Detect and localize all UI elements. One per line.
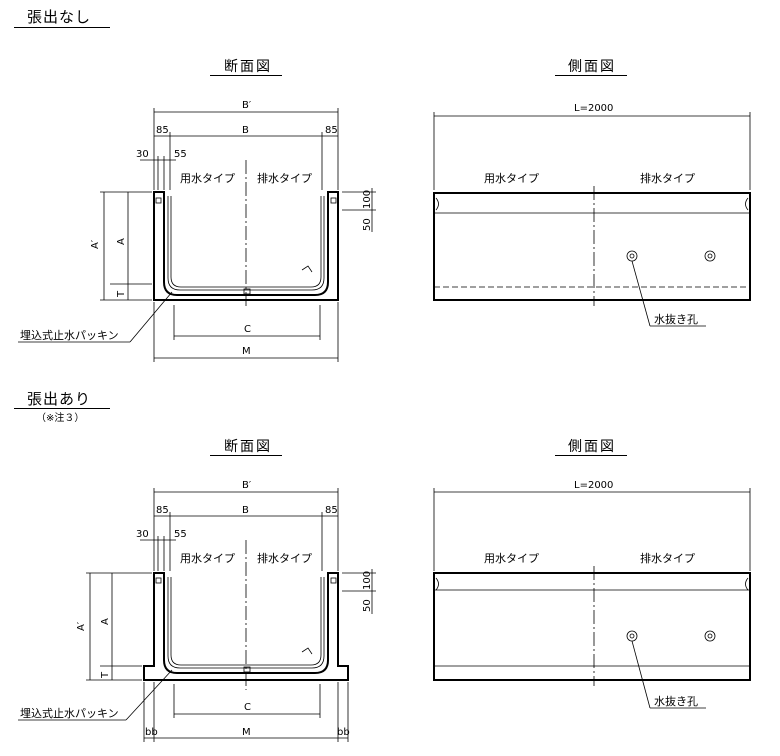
dim-bb-right: bb [337,727,350,738]
bolt-icon [330,577,337,584]
view-title-underline [210,75,282,76]
side-view-title-top: 側面図 [568,59,616,75]
dim-50: 50 [362,599,373,612]
bolt-icon [330,197,337,204]
dim-30: 30 [136,149,149,160]
dim-55: 55 [174,529,187,540]
dim-c: C [244,324,251,335]
label-drain-type: 排水タイプ [640,171,695,185]
dim-85-right: 85 [325,125,338,136]
dim-50: 50 [362,218,373,231]
dim-bb-left: bb [145,727,158,738]
label-drain-type: 排水タイプ [257,551,312,565]
section-title-with-overhang: 張出あり [27,390,92,408]
channel-outline [143,572,349,681]
section-note: （※注３） [36,413,85,424]
cross-section-title-top: 断面図 [224,59,272,75]
inner-liner [170,577,322,666]
dim-length: L=2000 [574,480,613,491]
view-title-underline [210,455,282,456]
side-body [433,572,751,681]
packing-icon [243,666,251,673]
drain-hole-icon [704,630,716,642]
label-drain-type: 排水タイプ [257,171,312,185]
view-title-underline [555,75,627,76]
side-view-top: L=2000 用水タイプ 排水タイプ 水抜き孔 [433,103,751,327]
section-title-underline [14,408,110,409]
tick-mark [301,265,313,273]
label-drain-hole: 水抜き孔 [654,312,698,326]
side-view-title-bottom: 側面図 [568,439,616,455]
dim-b: B [242,505,249,516]
dim-a: A [116,238,127,245]
dim-t: T [116,290,127,298]
view-title-underline [555,455,627,456]
dim-55: 55 [174,149,187,160]
label-drain-type: 排水タイプ [640,551,695,565]
drain-hole-icon [626,250,638,262]
inner-liner [167,196,325,291]
tick-mark [301,647,313,655]
label-packing: 埋込式止水パッキン [20,707,119,720]
channel-outline [153,191,339,301]
dim-m: M [242,727,251,738]
drain-hole-icon [704,250,716,262]
drain-hole-icon [626,630,638,642]
cross-section-top: B′ 85 B 85 30 55 用水タイプ 排水タイプ 100 50 A′ A… [18,100,376,362]
dim-length: L=2000 [574,103,613,114]
section-title-underline [14,27,110,28]
dim-c: C [244,702,251,713]
side-body [433,192,751,301]
dim-t: T [100,671,111,679]
dim-b-prime: B′ [242,100,252,111]
dim-85-left: 85 [156,505,169,516]
dim-30: 30 [136,529,149,540]
label-drain-hole: 水抜き孔 [654,694,698,708]
bolt-icon [155,577,162,584]
dim-m: M [242,346,251,357]
dim-85-left: 85 [156,125,169,136]
bolt-icon [155,197,162,204]
dim-a-prime: A′ [76,621,87,631]
cross-section-bottom: B′ 85 B 85 30 55 用水タイプ 排水タイプ 100 50 A′ A… [18,480,376,742]
dim-a: A [100,618,111,625]
section-title-no-overhang: 張出なし [27,8,92,26]
label-water-use-type: 用水タイプ [180,172,235,185]
dim-100: 100 [362,571,373,590]
cross-section-title-bottom: 断面図 [224,439,272,455]
side-view-bottom: L=2000 用水タイプ 排水タイプ 水抜き孔 [433,480,751,709]
dim-a-prime: A′ [90,239,101,249]
dim-b-prime: B′ [242,480,252,491]
label-packing: 埋込式止水パッキン [20,329,119,342]
dim-100: 100 [362,190,373,209]
dim-b: B [242,125,249,136]
label-water-use-type: 用水タイプ [484,172,539,185]
label-water-use-type: 用水タイプ [484,552,539,565]
dim-85-right: 85 [325,505,338,516]
label-water-use-type: 用水タイプ [180,552,235,565]
packing-icon [243,288,251,295]
